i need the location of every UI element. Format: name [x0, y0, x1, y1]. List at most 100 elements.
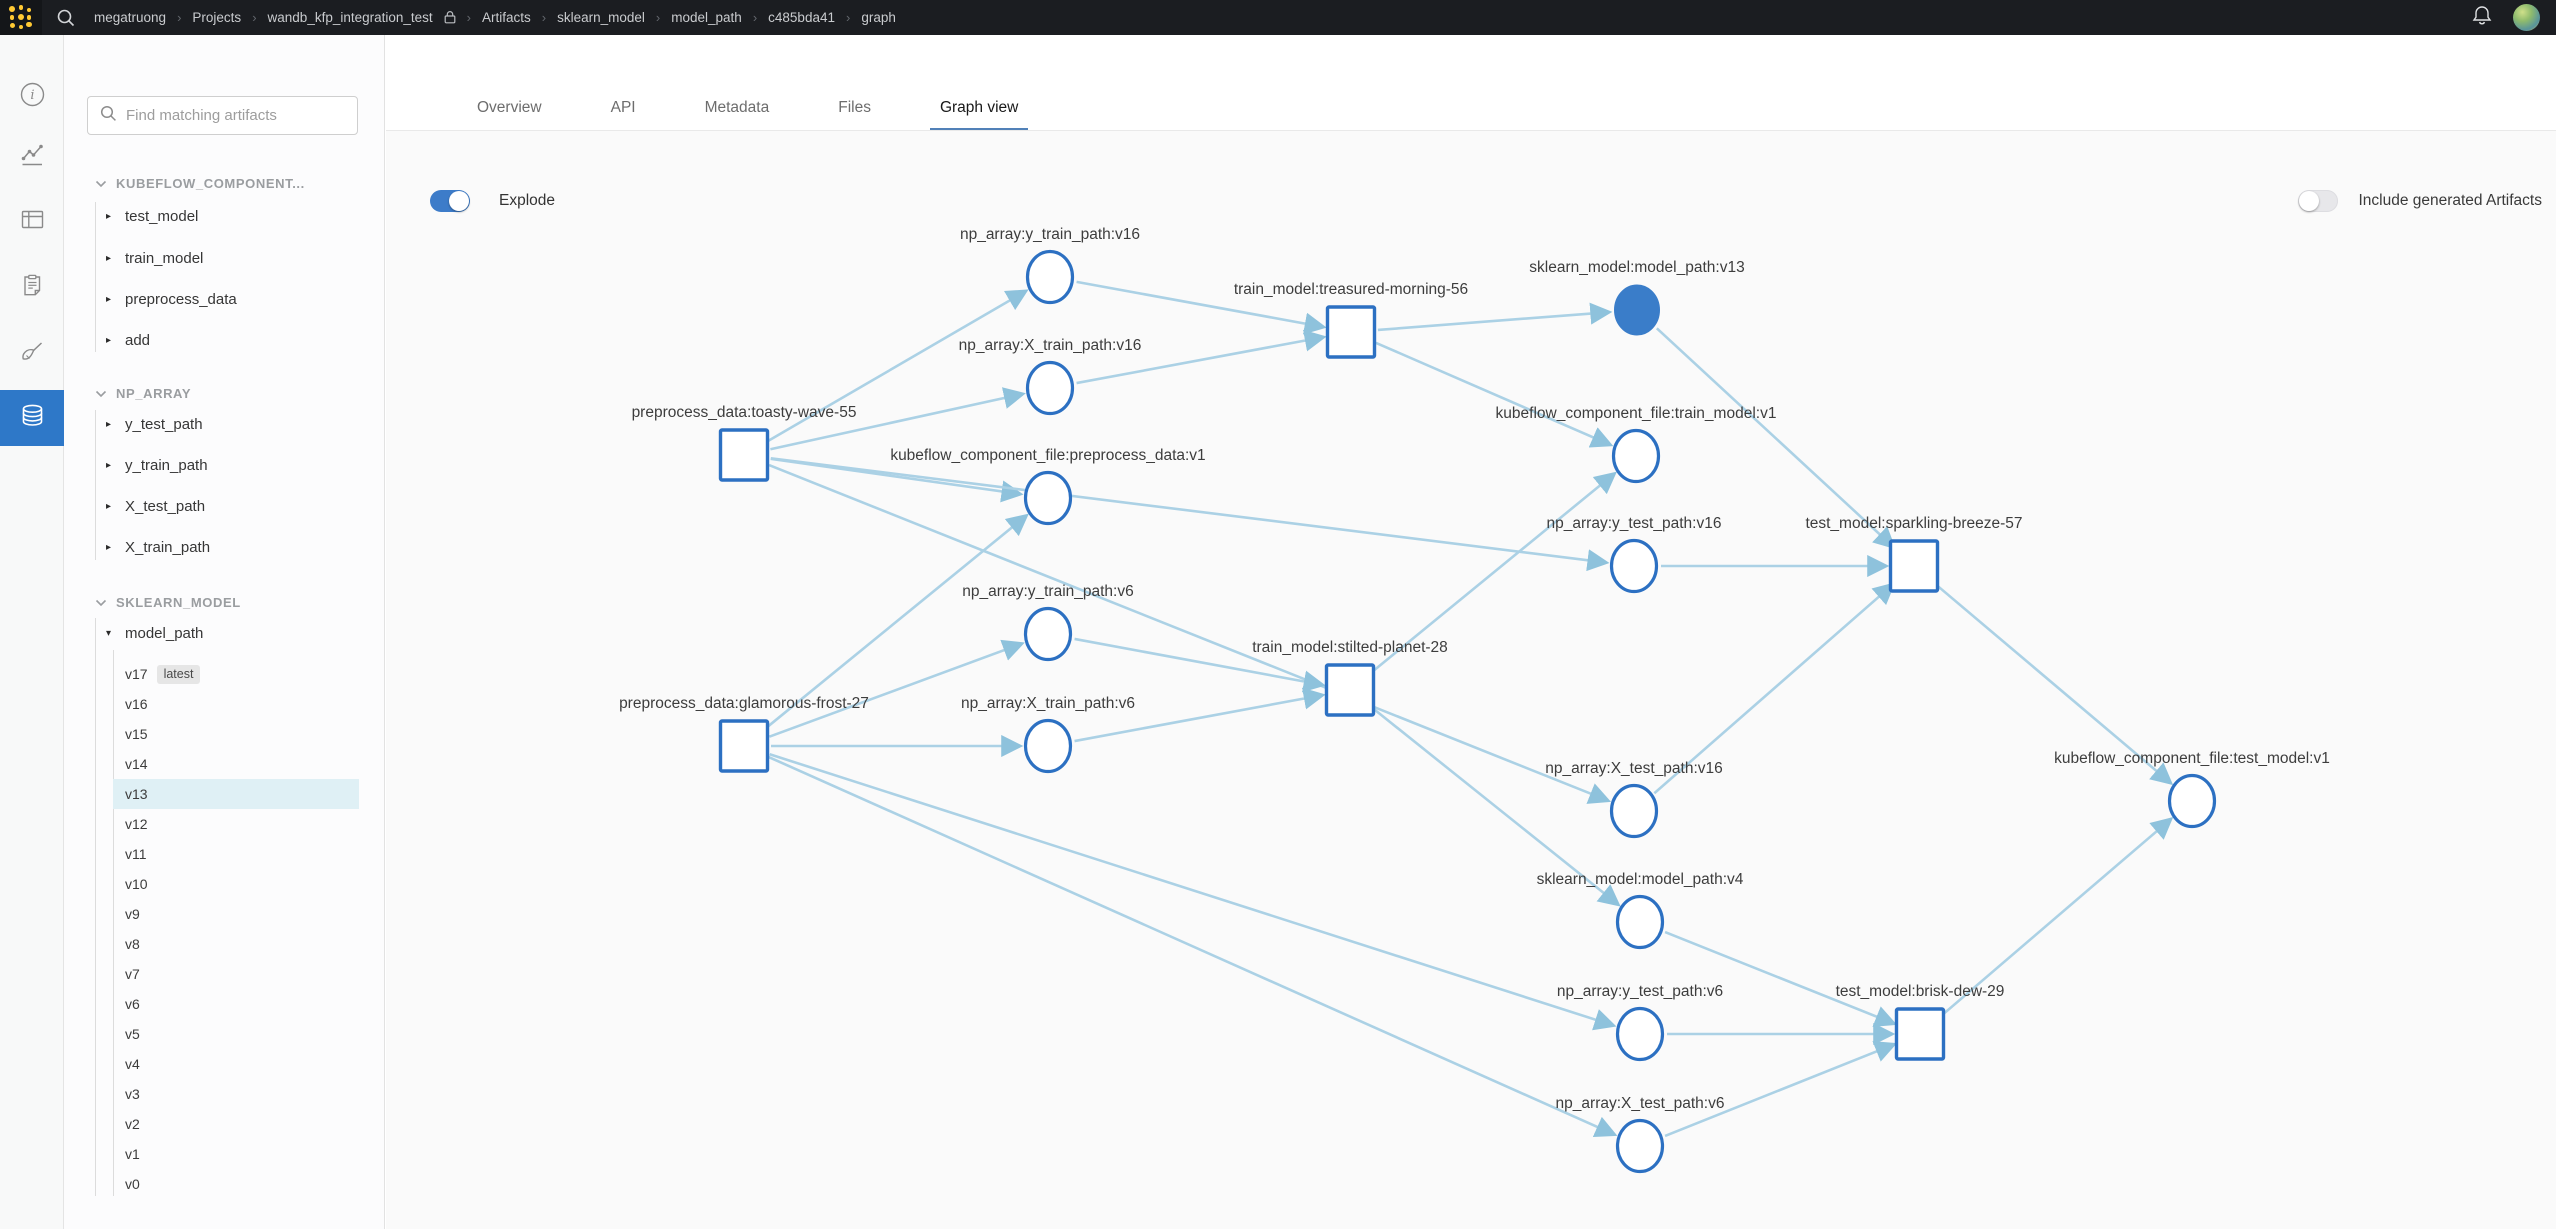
graph-node[interactable]: sklearn_model:model_path:v13 [1529, 259, 1745, 336]
breadcrumb-item[interactable]: sklearn_model [557, 10, 645, 25]
version-row-v14[interactable]: v14 [113, 749, 359, 779]
graph-node[interactable]: preprocess_data:glamorous-frost-27 [619, 695, 869, 773]
graph-node[interactable]: test_model:sparkling-breeze-57 [1805, 515, 2023, 593]
tab-graph-view[interactable]: Graph view [929, 88, 1029, 131]
triangle-right-icon[interactable]: ▸ [106, 210, 112, 222]
tree-item-y_train_path[interactable]: ▸y_train_path [106, 454, 208, 476]
version-row-v13[interactable]: v13 [113, 779, 359, 809]
tab-api[interactable]: API [610, 99, 636, 116]
tree-item-y_test_path[interactable]: ▸ y_test_path [106, 413, 203, 435]
graph-node[interactable]: test_model:brisk-dew-29 [1836, 983, 2005, 1061]
section-header-np-array[interactable]: NP_ARRAY [95, 386, 191, 401]
version-row-v3[interactable]: v3 [113, 1079, 359, 1109]
include-generated-toggle[interactable] [2298, 190, 2339, 212]
sidebar-item-sweeps[interactable] [0, 327, 64, 383]
sidebar-item-workspace-charts[interactable] [0, 130, 64, 186]
latest-badge: latest [156, 664, 201, 684]
triangle-right-icon[interactable]: ▸ [106, 293, 112, 305]
artifact-search[interactable] [87, 96, 358, 135]
graph-node[interactable]: kubeflow_component_file:train_model:v1 [1496, 405, 1777, 484]
graph-node[interactable]: np_array:X_test_path:v16 [1545, 760, 1723, 839]
section-header-sklearn-model[interactable]: SKLEARN_MODEL [95, 595, 241, 610]
graph-node[interactable]: np_array:X_train_path:v6 [961, 695, 1135, 774]
graph-edge [1653, 582, 1896, 795]
version-row-v7[interactable]: v7 [113, 959, 359, 989]
avatar[interactable] [2513, 4, 2540, 31]
triangle-right-icon[interactable]: ▸ [106, 418, 112, 430]
triangle-right-icon[interactable]: ▸ [106, 541, 112, 553]
tab-metadata[interactable]: Metadata [704, 99, 770, 116]
graph-node-label: test_model:sparkling-breeze-57 [1805, 515, 2022, 532]
version-row-v5[interactable]: v5 [113, 1019, 359, 1049]
tree-item-label: X_test_path [125, 497, 206, 515]
tables-icon [19, 206, 46, 238]
graph-node[interactable]: train_model:stilted-planet-28 [1252, 639, 1448, 717]
version-row-v16[interactable]: v16 [113, 689, 359, 719]
triangle-right-icon[interactable]: ▸ [106, 500, 112, 512]
graph-node[interactable]: train_model:treasured-morning-56 [1234, 281, 1468, 359]
tree-item-X_train_path[interactable]: ▸X_train_path [106, 536, 210, 558]
tree-item-label: y_test_path [125, 415, 203, 433]
breadcrumb-item[interactable]: Artifacts [482, 10, 531, 25]
version-row-v11[interactable]: v11 [113, 839, 359, 869]
graph-node[interactable]: np_array:y_test_path:v6 [1557, 983, 1723, 1062]
version-label: v14 [125, 756, 148, 772]
sidebar-item-info[interactable]: i [0, 69, 64, 125]
triangle-right-icon[interactable]: ▸ [106, 334, 112, 346]
graph-edge [768, 639, 1025, 738]
graph-node[interactable]: kubeflow_component_file:test_model:v1 [2054, 750, 2330, 829]
graph-node[interactable]: np_array:X_train_path:v16 [959, 337, 1142, 416]
triangle-right-icon[interactable]: ▸ [106, 252, 112, 264]
breadcrumb-item[interactable]: model_path [671, 10, 742, 25]
version-row-v12[interactable]: v12 [113, 809, 359, 839]
version-row-v2[interactable]: v2 [113, 1109, 359, 1139]
explode-toggle[interactable] [430, 190, 470, 212]
version-row-v15[interactable]: v15 [113, 719, 359, 749]
search-icon[interactable] [56, 8, 76, 28]
version-row-v4[interactable]: v4 [113, 1049, 359, 1079]
version-row-v9[interactable]: v9 [113, 899, 359, 929]
triangle-down-icon[interactable]: ▾ [106, 627, 112, 639]
version-row-v10[interactable]: v10 [113, 869, 359, 899]
breadcrumb-item[interactable]: c485bda41 [768, 10, 835, 25]
left-rail: i [0, 35, 64, 1229]
graph-node[interactable]: np_array:y_train_path:v6 [962, 583, 1134, 662]
tab-overview[interactable]: Overview [477, 99, 542, 116]
triangle-right-icon[interactable]: ▸ [106, 459, 112, 471]
graph-node[interactable]: kubeflow_component_file:preprocess_data:… [890, 447, 1206, 526]
graph-node[interactable]: sklearn_model:model_path:v4 [1537, 871, 1744, 950]
graph-node-label: kubeflow_component_file:test_model:v1 [2054, 750, 2330, 767]
graph-node[interactable]: np_array:y_test_path:v16 [1547, 515, 1722, 594]
tree-item-X_test_path[interactable]: ▸ X_test_path [106, 495, 205, 517]
graph-view: Explode Include generated Artifacts np_a… [386, 131, 2556, 1229]
tree-item-preprocess_data[interactable]: ▸preprocess_data [106, 288, 237, 310]
tree-item-model_path[interactable]: ▾model_path [106, 622, 203, 644]
bell-icon[interactable] [2471, 4, 2493, 31]
section-header-kubeflow-component-[interactable]: KUBEFLOW_COMPONENT... [95, 176, 305, 191]
version-row-v0[interactable]: v0 [113, 1169, 359, 1199]
version-row-v8[interactable]: v8 [113, 929, 359, 959]
wandb-logo-icon[interactable] [0, 0, 42, 35]
tree-item-train_model[interactable]: ▸train_model [106, 247, 203, 269]
version-row-v1[interactable]: v1 [113, 1139, 359, 1169]
sidebar-item-reports[interactable] [0, 260, 64, 316]
breadcrumb-item[interactable]: Projects [192, 10, 242, 25]
version-label: v9 [125, 906, 140, 922]
breadcrumb-item[interactable]: graph [861, 10, 896, 25]
breadcrumb-separator: › [177, 10, 182, 25]
graph-edge [1074, 687, 1326, 743]
version-label: v0 [125, 1176, 140, 1192]
search-input[interactable] [126, 107, 336, 124]
tab-files[interactable]: Files [838, 99, 871, 116]
tree-item-test_model[interactable]: ▸test_model [106, 205, 198, 227]
sidebar-item-tables[interactable] [0, 194, 64, 250]
graph-node[interactable]: np_array:y_train_path:v16 [960, 226, 1140, 305]
version-row-v6[interactable]: v6 [113, 989, 359, 1019]
sidebar-item-artifacts-database[interactable] [0, 390, 64, 446]
tree-item-add[interactable]: ▸add [106, 329, 150, 351]
graph-node[interactable]: np_array:X_test_path:v6 [1556, 1095, 1725, 1174]
breadcrumb-item[interactable]: megatruong [94, 10, 167, 25]
breadcrumb-item[interactable]: wandb_kfp_integration_test [267, 10, 433, 25]
graph-node[interactable]: preprocess_data:toasty-wave-55 [632, 404, 857, 482]
